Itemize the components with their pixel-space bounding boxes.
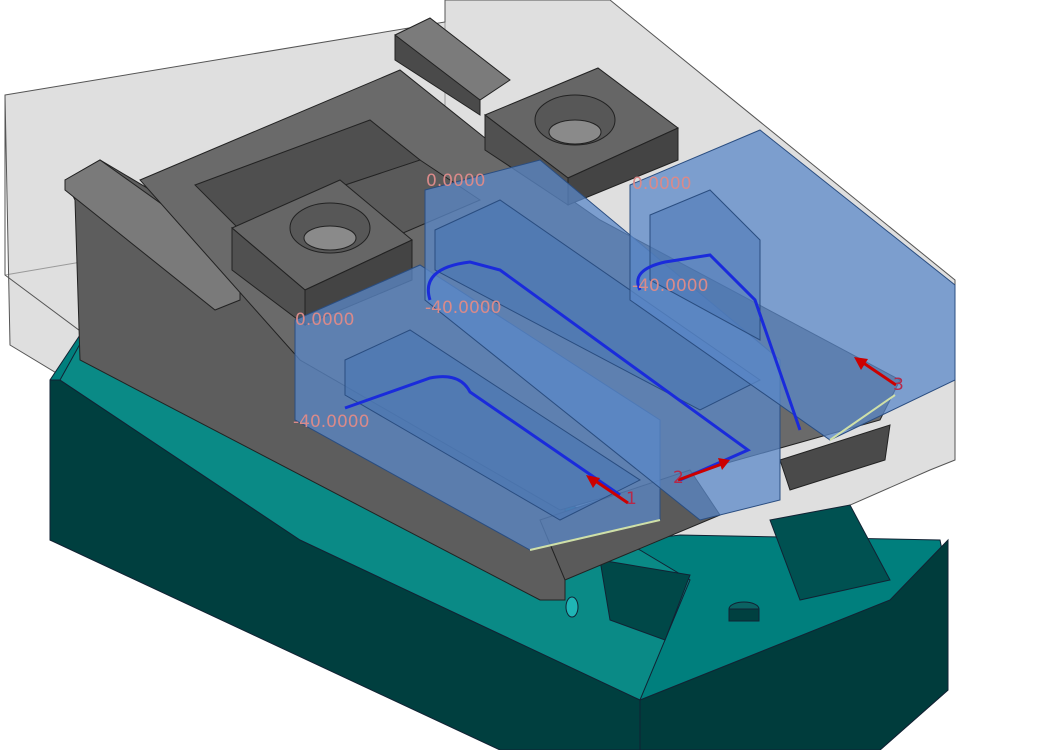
depth-label-region-1-bottom: -40.0000 — [293, 412, 369, 432]
clamp-block-right — [484, 67, 679, 206]
toolpath-2[interactable] — [427, 260, 751, 482]
depth-label-region-3-bottom: -40.0000 — [632, 276, 708, 296]
toolpath-3[interactable] — [636, 253, 802, 431]
machining-region-1[interactable] — [294, 264, 661, 551]
toolpaths — [344, 253, 802, 497]
start-marker-label: 3 — [893, 375, 904, 395]
machining-region-2[interactable] — [424, 159, 781, 521]
depth-label-region-2-top: 0.0000 — [426, 171, 485, 191]
toolpath-1[interactable] — [344, 375, 621, 497]
start-marker-2[interactable]: 2 — [673, 458, 730, 488]
start-marker-label: 1 — [626, 489, 637, 509]
start-marker-label: 2 — [673, 468, 684, 488]
depth-label-region-3-top: 0.0000 — [632, 174, 691, 194]
start-marker-1[interactable]: 1 — [586, 475, 637, 509]
depth-label-region-1-top: 0.0000 — [295, 310, 354, 330]
depth-label-region-2-bottom: -40.0000 — [425, 298, 501, 318]
start-marker-3[interactable]: 3 — [854, 357, 904, 395]
machining-region-3[interactable] — [629, 129, 956, 441]
